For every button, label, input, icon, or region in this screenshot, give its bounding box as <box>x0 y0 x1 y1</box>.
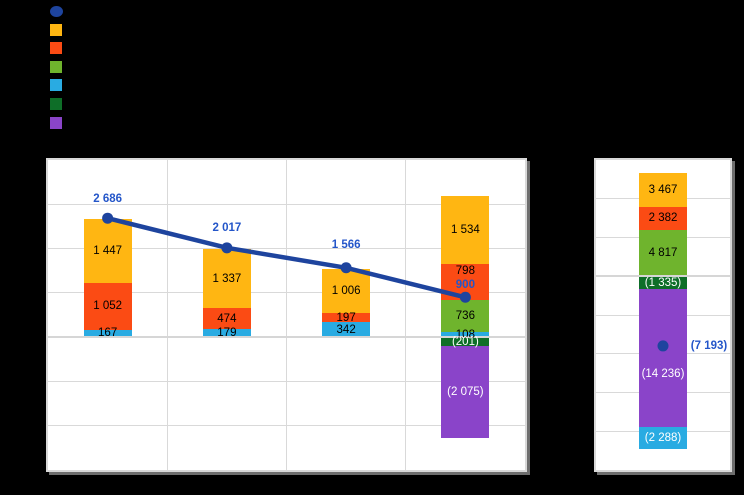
trend-point-label: 1 566 <box>331 238 361 251</box>
legend-item-series-5 <box>50 98 170 111</box>
bar-segment-purple <box>441 346 490 438</box>
segment-label: (2 075) <box>447 385 484 398</box>
trend-point-label: 2 686 <box>93 193 123 206</box>
segment-label: 4 817 <box>648 246 678 259</box>
segment-label: 798 <box>455 265 475 278</box>
segment-label: 108 <box>455 328 475 341</box>
legend-item-series-3 <box>50 60 170 74</box>
bar-segment-purple <box>639 289 687 428</box>
bar-segment-dark_green <box>639 276 687 290</box>
segment-label: 736 <box>455 310 475 323</box>
zero-axis-line <box>596 275 730 278</box>
bar-segment-cyan <box>639 427 687 450</box>
bar-segment-cyan <box>83 329 132 338</box>
segment-label: (201) <box>451 335 479 348</box>
series-6-swatch-icon <box>50 116 62 129</box>
series-4-swatch-icon <box>50 79 62 92</box>
bar-segment-red <box>639 206 687 230</box>
bar-segment-cyan <box>441 332 490 338</box>
total-line-swatch-icon <box>50 6 63 17</box>
bar-segment-red <box>202 308 251 330</box>
series-1-swatch-icon <box>50 23 62 36</box>
trend-point-label: (7 193) <box>690 339 728 352</box>
segment-label: 1 534 <box>450 224 480 237</box>
segment-label: (2 288) <box>644 432 682 445</box>
legend-item-series-6 <box>50 116 170 130</box>
segment-label: (1 335) <box>644 276 682 289</box>
segment-label: 1 006 <box>331 284 361 297</box>
legend-item-total-line <box>50 5 170 18</box>
segment-label: 2 382 <box>648 212 678 225</box>
segment-label: 1 447 <box>93 245 123 258</box>
trend-point-label: 900 <box>455 279 475 292</box>
legend-item-series-4 <box>50 79 170 92</box>
bar-segment-cyan <box>322 321 371 338</box>
bar-segment-green <box>639 229 687 277</box>
segment-label: 1 052 <box>93 300 123 313</box>
bar-segment-red <box>322 313 371 322</box>
segment-label: 3 467 <box>648 183 678 196</box>
bar-segment-green <box>441 299 490 333</box>
segment-label: 474 <box>217 312 237 325</box>
trend-point-label: 2 017 <box>212 221 242 234</box>
bar-segment-orange <box>639 172 687 207</box>
grid-line-v <box>286 160 287 470</box>
segment-label: (14 236) <box>641 368 685 381</box>
grid-line-v <box>405 160 407 470</box>
bar-segment-cyan <box>202 329 251 338</box>
bar-segment-dark_green <box>441 337 490 347</box>
segment-label: 179 <box>217 327 237 340</box>
legend-item-series-2 <box>50 42 170 55</box>
segment-label: 342 <box>336 323 356 336</box>
segment-label: 1 337 <box>212 272 242 285</box>
series-5-swatch-icon <box>50 98 62 110</box>
zero-axis-line <box>48 336 525 339</box>
series-2-swatch-icon <box>50 42 62 55</box>
legend-item-series-1 <box>50 23 170 37</box>
series-3-swatch-icon <box>50 60 62 73</box>
plot-area-2: 3 467 2 382 4 817 (1 335) (14 236) (2 288) (7 … <box>594 158 732 472</box>
segment-label: 167 <box>98 327 118 340</box>
grid-line-v <box>166 160 168 470</box>
segment-label: 197 <box>336 311 356 324</box>
